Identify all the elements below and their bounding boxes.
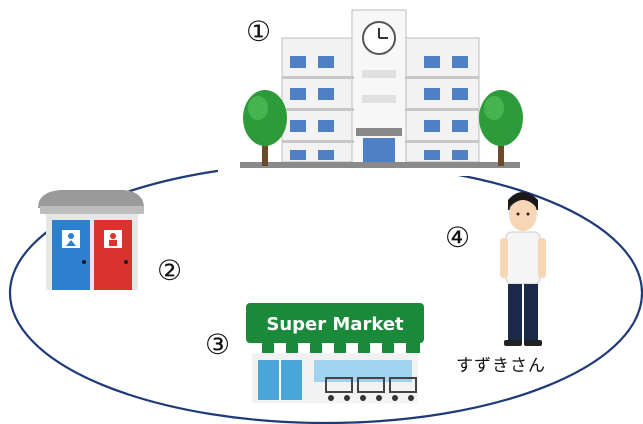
shopping-cart-icon [389,377,417,401]
tree-icon [243,90,287,166]
label-school: ① [246,15,272,48]
label-person: ④ [445,221,471,254]
store-sign: Super Market [266,314,404,335]
public-toilet-building [38,190,144,290]
school-building [218,9,530,176]
shopping-cart-icon [325,377,353,401]
shopping-cart-icon [357,377,385,401]
person-name: すずきさん [456,356,546,376]
person-figure [500,192,546,346]
tree-icon [479,90,523,166]
label-supermarket: ③ [205,328,231,361]
supermarket-building: Super Market [246,303,424,403]
label-toilet: ② [157,254,183,287]
